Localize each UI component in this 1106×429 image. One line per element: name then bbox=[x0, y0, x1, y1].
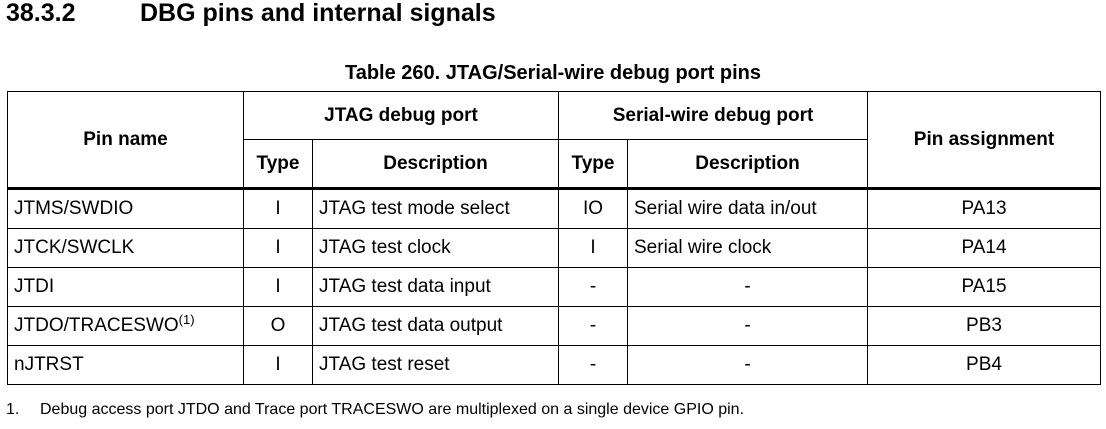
cell-sw-description: - bbox=[627, 345, 868, 385]
header-sw-description: Description bbox=[627, 139, 868, 190]
header-pin-name: Pin name bbox=[7, 91, 244, 190]
section-title: DBG pins and internal signals bbox=[140, 0, 496, 27]
header-pin-assignment: Pin assignment bbox=[867, 91, 1101, 190]
footnote-ref: (1) bbox=[178, 312, 195, 327]
header-sw-type: Type bbox=[558, 139, 628, 190]
cell-pin-assignment: PB4 bbox=[867, 345, 1101, 385]
pin-name-text: JTDI bbox=[14, 276, 55, 297]
table-row: JTCK/SWCLK I JTAG test clock I Serial wi… bbox=[7, 228, 1101, 268]
cell-sw-description: Serial wire data in/out bbox=[627, 188, 868, 229]
table-row: nJTRST I JTAG test reset - - PB4 bbox=[7, 345, 1101, 385]
table-header-row-1: Pin name JTAG debug port Serial-wire deb… bbox=[7, 91, 1101, 190]
cell-jtag-description: JTAG test clock bbox=[312, 228, 559, 268]
cell-jtag-description: JTAG test reset bbox=[312, 345, 559, 385]
footnote-number: 1. bbox=[6, 401, 20, 418]
cell-pin-assignment: PA13 bbox=[867, 188, 1101, 229]
table-row: JTMS/SWDIO I JTAG test mode select IO Se… bbox=[7, 188, 1101, 229]
cell-pin-assignment: PA14 bbox=[867, 228, 1101, 268]
cell-jtag-type: O bbox=[243, 306, 313, 346]
debug-port-pins-table: Pin name JTAG debug port Serial-wire deb… bbox=[7, 91, 1101, 385]
cell-pin-name: nJTRST bbox=[7, 345, 244, 385]
cell-pin-name: JTDI bbox=[7, 267, 244, 307]
cell-pin-assignment: PA15 bbox=[867, 267, 1101, 307]
pin-name-text: JTDO/TRACESWO bbox=[14, 315, 179, 336]
cell-pin-name: JTDO/TRACESWO(1) bbox=[7, 306, 244, 346]
cell-sw-type: - bbox=[558, 345, 628, 385]
cell-sw-description: - bbox=[627, 306, 868, 346]
cell-pin-name: JTMS/SWDIO bbox=[7, 188, 244, 229]
header-jtag-type: Type bbox=[243, 139, 313, 190]
cell-jtag-type: I bbox=[243, 228, 313, 268]
cell-jtag-type: I bbox=[243, 345, 313, 385]
cell-jtag-type: I bbox=[243, 267, 313, 307]
cell-sw-description: Serial wire clock bbox=[627, 228, 868, 268]
cell-sw-description: - bbox=[627, 267, 868, 307]
cell-jtag-description: JTAG test data output bbox=[312, 306, 559, 346]
cell-jtag-description: JTAG test mode select bbox=[312, 188, 559, 229]
header-serial-wire-debug-port: Serial-wire debug port bbox=[558, 91, 868, 140]
section-heading: 38.3.2 DBG pins and internal signals bbox=[6, 0, 496, 28]
cell-jtag-description: JTAG test data input bbox=[312, 267, 559, 307]
cell-pin-assignment: PB3 bbox=[867, 306, 1101, 346]
table-caption: Table 260. JTAG/Serial-wire debug port p… bbox=[344, 62, 761, 84]
cell-sw-type: - bbox=[558, 267, 628, 307]
pin-name-text: nJTRST bbox=[14, 354, 84, 375]
table-row: JTDI I JTAG test data input - - PA15 bbox=[7, 267, 1101, 307]
table-footnote: 1. Debug access port JTDO and Trace port … bbox=[6, 400, 744, 420]
cell-sw-type: I bbox=[558, 228, 628, 268]
cell-jtag-type: I bbox=[243, 188, 313, 229]
cell-sw-type: - bbox=[558, 306, 628, 346]
table-header-row-2: Type Description Type Description bbox=[8, 139, 1101, 190]
section-number: 38.3.2 bbox=[6, 0, 76, 27]
cell-pin-name: JTCK/SWCLK bbox=[7, 228, 244, 268]
pin-name-text: JTMS/SWDIO bbox=[14, 198, 134, 219]
pin-name-text: JTCK/SWCLK bbox=[14, 237, 135, 258]
footnote-text: Debug access port JTDO and Trace port TR… bbox=[40, 401, 745, 418]
cell-sw-type: IO bbox=[558, 188, 628, 229]
table-row: JTDO/TRACESWO(1) O JTAG test data output… bbox=[7, 306, 1101, 346]
header-jtag-description: Description bbox=[312, 139, 559, 190]
header-jtag-debug-port: JTAG debug port bbox=[243, 91, 559, 140]
